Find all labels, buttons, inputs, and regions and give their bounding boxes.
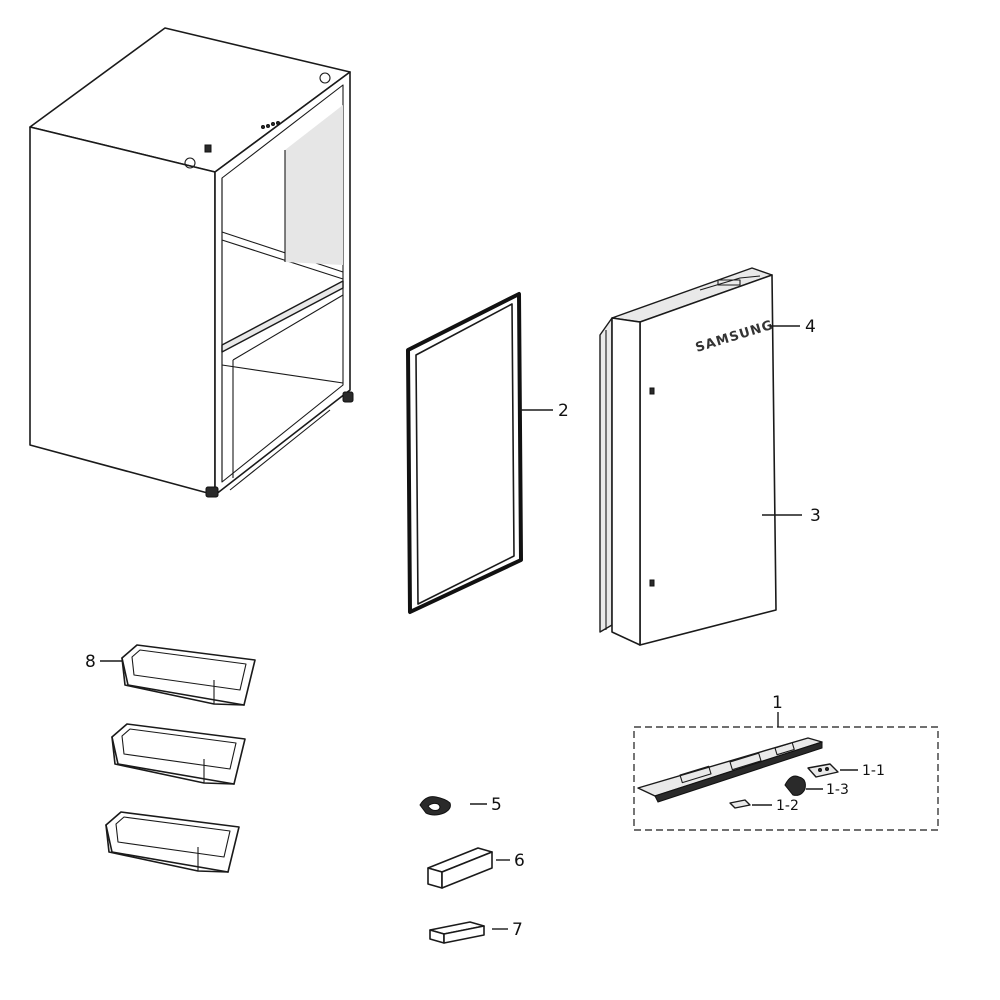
label-1-3: 1-3 bbox=[826, 782, 849, 798]
part-7-pad bbox=[429, 921, 485, 944]
label-1-2: 1-2 bbox=[776, 798, 799, 814]
hinge-part-1-3 bbox=[784, 775, 806, 796]
hinge-assembly-box bbox=[633, 726, 939, 831]
label-6: 6 bbox=[514, 851, 525, 871]
door-bin-2 bbox=[111, 723, 246, 785]
label-8: 8 bbox=[85, 652, 96, 672]
label-1-1: 1-1 bbox=[862, 763, 885, 779]
label-7: 7 bbox=[512, 920, 523, 940]
door-bin-1 bbox=[121, 644, 256, 706]
label-1: 1 bbox=[772, 693, 783, 713]
hinge-part-1-1 bbox=[807, 763, 839, 778]
door-bin-3 bbox=[105, 811, 240, 873]
door-gasket bbox=[406, 292, 523, 614]
refrigerator-door: SAMSUNG bbox=[599, 267, 777, 646]
hinge-part-1-2 bbox=[729, 799, 751, 809]
hinge-bracket bbox=[637, 737, 823, 803]
part-5-clip bbox=[419, 796, 451, 816]
label-3: 3 bbox=[810, 506, 821, 526]
part-6-block bbox=[427, 847, 493, 889]
label-4: 4 bbox=[805, 317, 816, 337]
refrigerator-cabinet bbox=[29, 27, 354, 498]
label-2: 2 bbox=[558, 401, 569, 421]
label-5: 5 bbox=[491, 795, 502, 815]
